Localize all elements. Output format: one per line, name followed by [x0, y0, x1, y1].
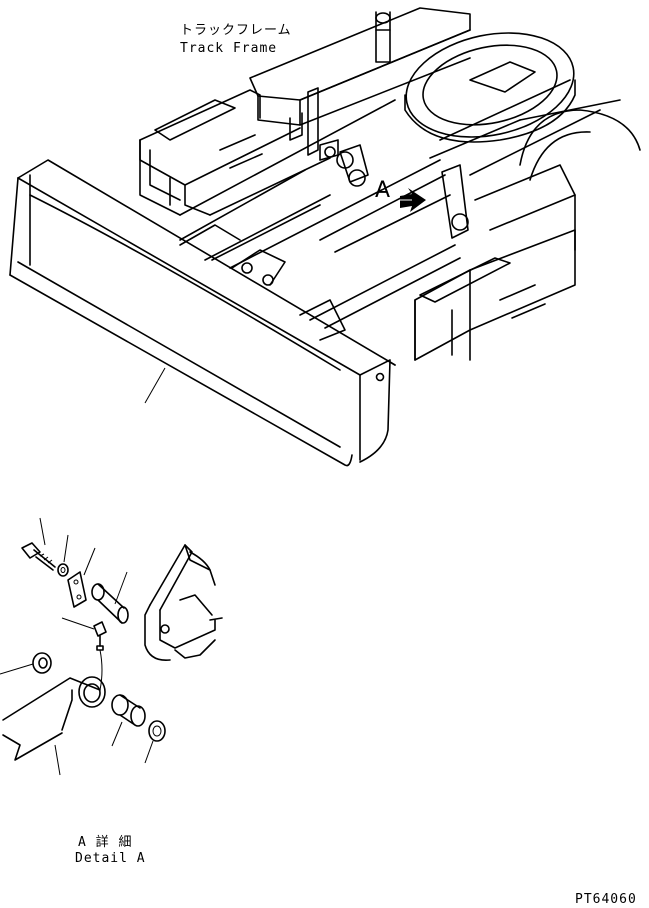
- collar: [144, 720, 166, 764]
- lock-plate: [67, 547, 96, 608]
- washer: [57, 534, 69, 577]
- drawing-code: PT64060: [575, 892, 637, 907]
- pin: [91, 571, 129, 624]
- grease-fitting: [61, 617, 107, 691]
- frame-bracket: [144, 544, 223, 662]
- bolt: [21, 517, 56, 571]
- detail-a: [0, 517, 223, 776]
- dozer-blade: [9, 159, 451, 467]
- track-frame: [139, 7, 641, 361]
- seal-ring: [0, 652, 52, 675]
- view-marker-a: A: [375, 178, 391, 203]
- blade-arm: [2, 676, 106, 776]
- track-frame-label-en: Track Frame: [180, 41, 278, 56]
- bushing: [111, 694, 146, 747]
- view-arrow: [400, 188, 426, 212]
- detail-label-en: Detail A: [75, 851, 146, 866]
- track-frame-label-jp: トラックフレーム: [180, 23, 292, 38]
- detail-label-jp: A 詳 細: [78, 835, 133, 850]
